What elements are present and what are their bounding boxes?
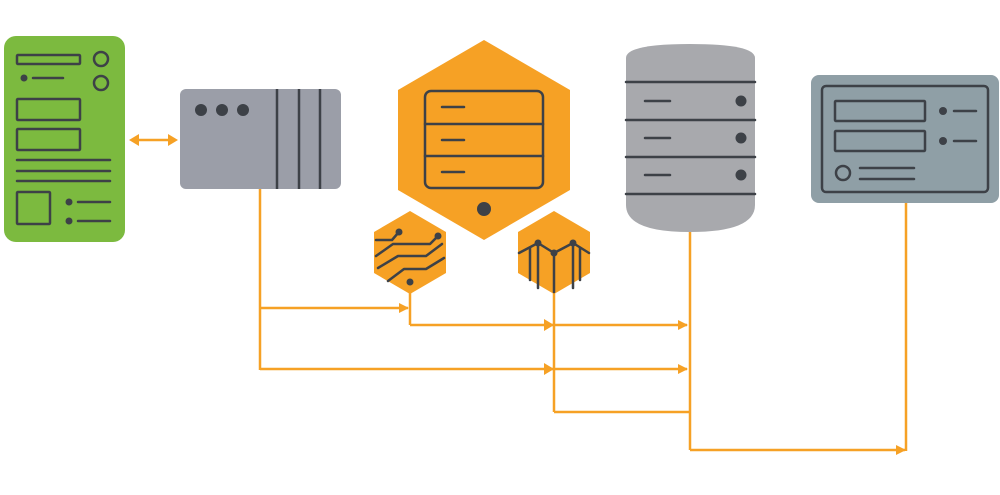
routing-module-node[interactable] <box>374 211 446 294</box>
server-rack-icon <box>195 89 322 189</box>
connector-client-gateway <box>129 134 178 146</box>
dashboard-wireframe-icon <box>820 84 990 194</box>
circuit-hexagon-icon <box>374 228 446 286</box>
database-cylinder-icon <box>624 80 757 196</box>
admin-dashboard-card <box>811 75 999 203</box>
admin-dashboard-node[interactable] <box>811 75 999 203</box>
api-gateway-card <box>180 89 341 189</box>
connector-gateway-analytics-arrow <box>544 363 554 375</box>
api-gateway-node[interactable] <box>180 89 341 189</box>
routing-module-hexagon <box>374 211 446 294</box>
chart-hexagon-icon <box>517 239 591 294</box>
client-app-card <box>4 36 125 242</box>
connectors <box>129 134 908 455</box>
analytics-module-node[interactable] <box>517 211 591 294</box>
hexagon-server-icon <box>423 89 545 216</box>
core-server-node[interactable] <box>398 40 570 240</box>
database-node[interactable] <box>624 44 757 232</box>
client-app-node[interactable] <box>4 36 125 242</box>
database-cylinder <box>626 44 755 232</box>
connector-routing-analytics-arrow <box>544 319 554 331</box>
mobile-app-wireframe-icon <box>15 50 112 226</box>
